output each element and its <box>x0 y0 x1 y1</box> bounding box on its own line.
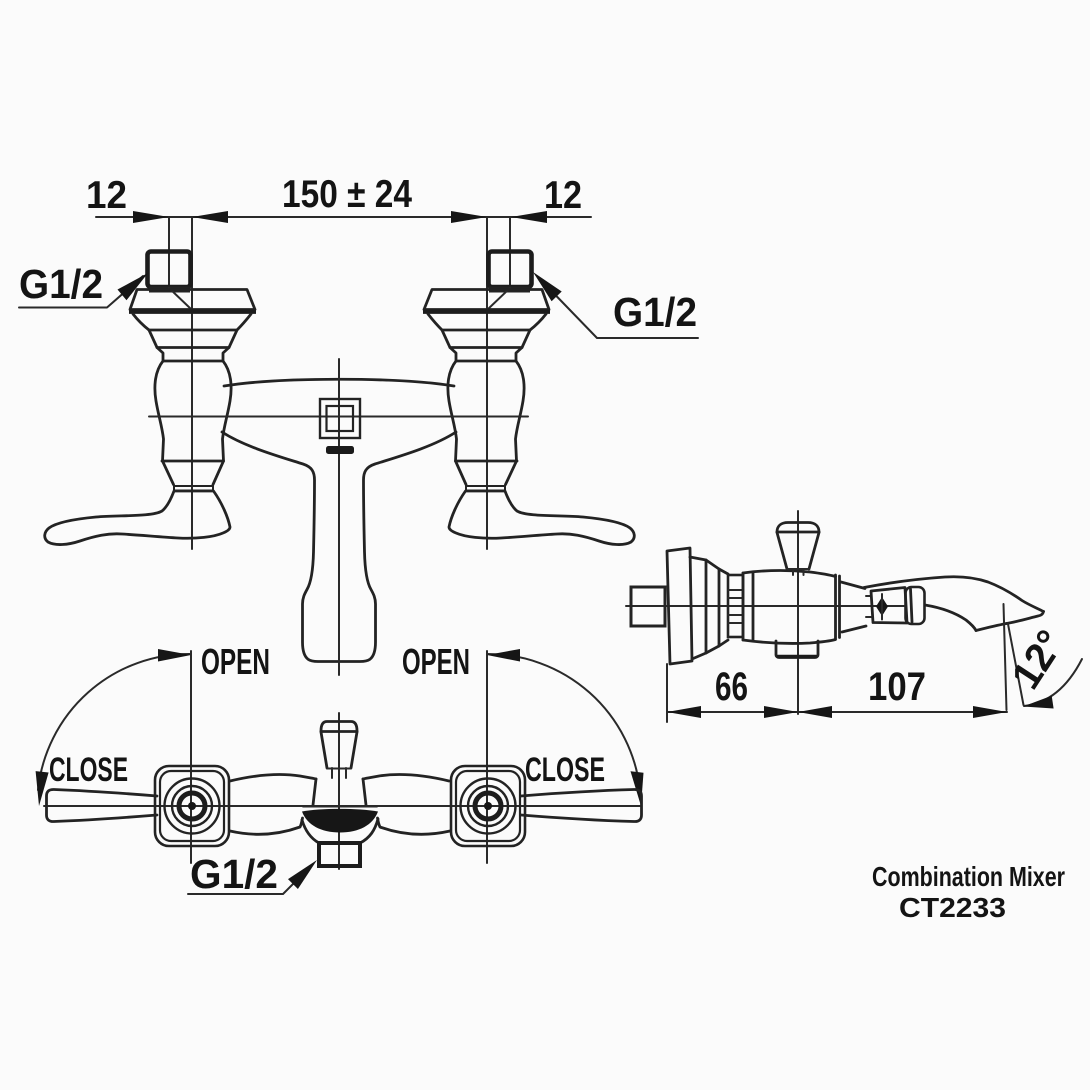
svg-text:OPEN: OPEN <box>201 641 270 682</box>
svg-text:G1/2: G1/2 <box>19 261 103 307</box>
svg-text:150 ± 24: 150 ± 24 <box>282 173 412 216</box>
svg-text:OPEN: OPEN <box>402 641 470 682</box>
svg-text:CLOSE: CLOSE <box>49 751 128 789</box>
svg-text:66: 66 <box>715 665 748 709</box>
svg-text:12: 12 <box>86 174 127 217</box>
svg-text:G1/2: G1/2 <box>613 289 697 335</box>
svg-text:G1/2: G1/2 <box>190 851 278 897</box>
svg-text:12: 12 <box>544 174 582 217</box>
svg-text:107: 107 <box>868 665 926 709</box>
svg-text:Combination Mixer: Combination Mixer <box>872 861 1065 892</box>
svg-text:CLOSE: CLOSE <box>525 751 605 789</box>
svg-text:CT2233: CT2233 <box>899 892 1006 923</box>
